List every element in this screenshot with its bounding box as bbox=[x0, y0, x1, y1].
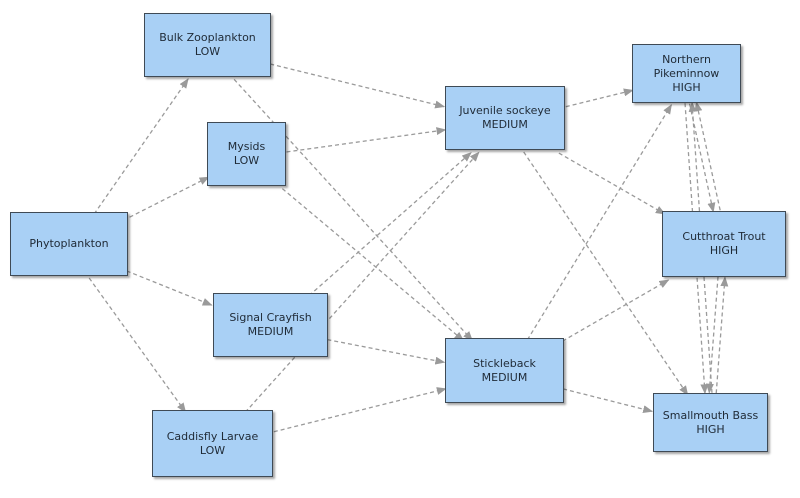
node-mysids-level: LOW bbox=[233, 154, 260, 167]
edge-phytoplankton-to-caddisfly-larvae bbox=[88, 277, 187, 413]
node-smallmouth-bass-name: Smallmouth Bass bbox=[662, 408, 759, 422]
node-stickleback: Stickleback MEDIUM bbox=[445, 338, 564, 403]
node-caddisfly-larvae: Caddisfly Larvae LOW bbox=[152, 410, 273, 477]
edge-phytoplankton-to-mysids bbox=[129, 176, 210, 218]
node-stickleback-level: MEDIUM bbox=[481, 370, 528, 384]
edge-juvenile-sockeye-to-northern-pikeminnow bbox=[565, 88, 634, 108]
node-cutthroat-trout: Cutthroat Trout HIGH bbox=[662, 211, 786, 277]
node-bulk-zooplankton: Bulk Zooplankton LOW bbox=[144, 13, 271, 77]
node-mysids: Mysids LOW bbox=[207, 122, 286, 186]
node-cutthroat-trout-level: HIGH bbox=[709, 244, 739, 257]
edge-cutthroat-trout-to-northern-pikeminnow bbox=[694, 101, 721, 211]
node-cutthroat-trout-name: Cutthroat Trout bbox=[682, 230, 766, 243]
node-caddisfly-larvae-name: Caddisfly Larvae bbox=[166, 429, 259, 443]
node-phytoplankton-name: Phytoplankton bbox=[29, 237, 109, 250]
node-northern-pikeminnow-name: Northern Pikeminnow bbox=[653, 52, 720, 80]
node-juvenile-sockeye-name: Juvenile sockeye bbox=[459, 104, 551, 117]
edge-signal-crayfish-to-stickleback bbox=[327, 338, 446, 365]
node-smallmouth-bass: Smallmouth Bass HIGH bbox=[653, 393, 768, 452]
node-phytoplankton: Phytoplankton bbox=[10, 212, 128, 276]
node-signal-crayfish-name: Signal Crayfish bbox=[229, 311, 312, 324]
edge-caddisfly-larvae-to-stickleback bbox=[273, 387, 447, 433]
edge-phytoplankton-to-signal-crayfish bbox=[126, 270, 213, 306]
edge-mysids-to-stickleback bbox=[281, 188, 465, 342]
edge-smallmouth-bass-to-cutthroat-trout bbox=[715, 276, 729, 394]
node-caddisfly-larvae-level: LOW bbox=[199, 443, 226, 457]
edge-stickleback-to-smallmouth-bass bbox=[562, 388, 654, 414]
node-northern-pikeminnow-level: HIGH bbox=[672, 80, 701, 94]
edge-northern-pikeminnow-to-cutthroat-trout bbox=[688, 103, 716, 213]
node-mysids-name: Mysids bbox=[227, 140, 266, 153]
edge-cutthroat-trout-to-smallmouth-bass bbox=[705, 276, 719, 394]
edge-caddisfly-larvae-to-juvenile-sockeye bbox=[244, 151, 480, 413]
edge-bulk-zooplankton-to-juvenile-sockeye bbox=[270, 63, 446, 109]
edge-juvenile-sockeye-to-cutthroat-trout bbox=[558, 152, 666, 215]
edge-phytoplankton-to-bulk-zooplankton bbox=[93, 78, 189, 215]
node-northern-pikeminnow: Northern Pikeminnow HIGH bbox=[632, 44, 741, 103]
node-signal-crayfish: Signal Crayfish MEDIUM bbox=[213, 293, 328, 357]
node-signal-crayfish-level: MEDIUM bbox=[247, 325, 294, 338]
edge-stickleback-to-northern-pikeminnow bbox=[526, 103, 672, 341]
node-smallmouth-bass-level: HIGH bbox=[696, 422, 725, 436]
edge-stickleback-to-cutthroat-trout bbox=[562, 279, 670, 342]
node-bulk-zooplankton-level: LOW bbox=[194, 45, 221, 58]
node-stickleback-name: Stickleback bbox=[473, 356, 536, 370]
node-bulk-zooplankton-name: Bulk Zooplankton bbox=[159, 31, 256, 44]
edge-mysids-to-juvenile-sockeye bbox=[286, 127, 447, 153]
edge-signal-crayfish-to-juvenile-sockeye bbox=[308, 151, 472, 297]
node-juvenile-sockeye-level: MEDIUM bbox=[482, 118, 528, 131]
node-juvenile-sockeye: Juvenile sockeye MEDIUM bbox=[445, 86, 565, 150]
